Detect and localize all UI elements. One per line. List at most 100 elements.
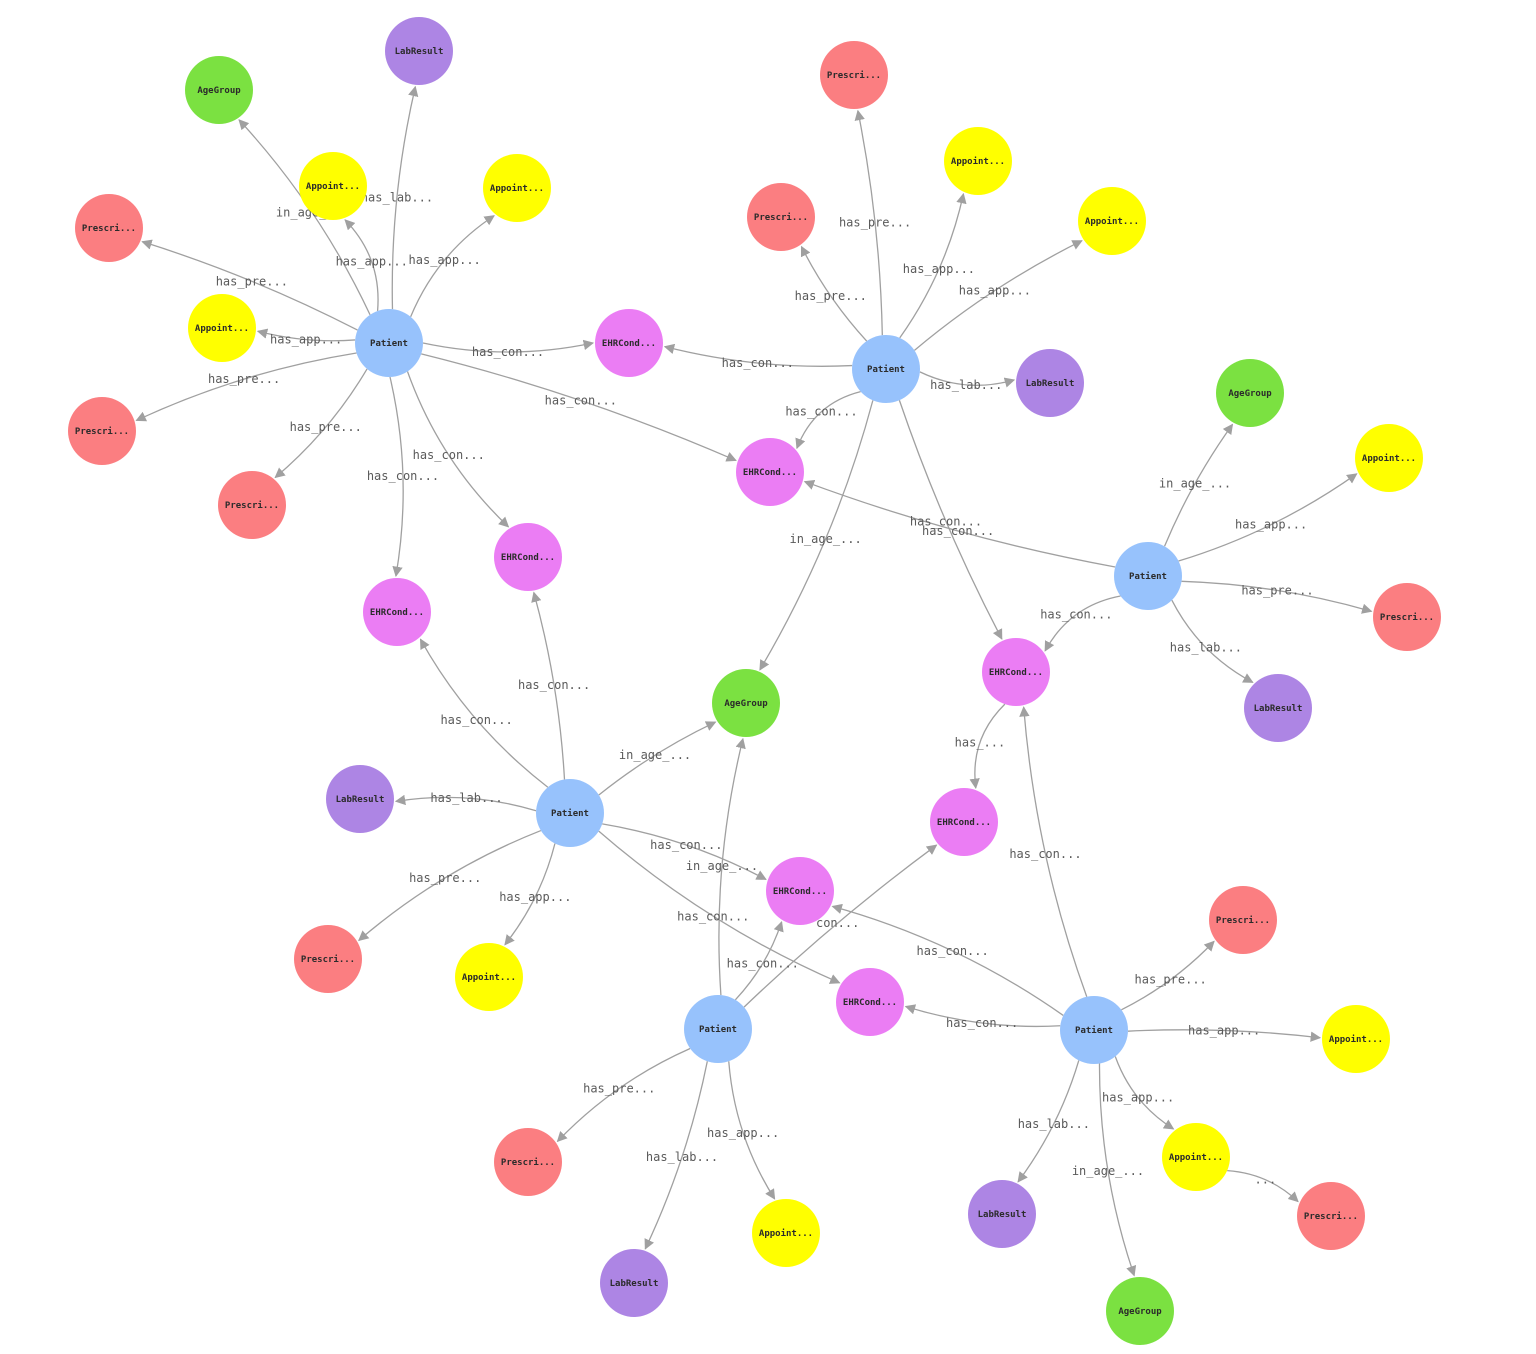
node-labresult-lr1[interactable]: LabResult	[385, 17, 453, 85]
node-circle[interactable]	[1016, 349, 1084, 417]
node-appointment-ap8[interactable]: Appoint...	[752, 1199, 820, 1267]
node-ehrcondition-ec1[interactable]: EHRCond...	[595, 309, 663, 377]
node-circle[interactable]	[944, 127, 1012, 195]
node-ehrcondition-ec7[interactable]: EHRCond...	[766, 857, 834, 925]
edge-p1-ec2[interactable]	[421, 353, 737, 462]
node-prescription-pr4[interactable]: Prescri...	[820, 41, 888, 109]
edge-p1-ec1[interactable]	[422, 339, 595, 353]
node-circle[interactable]	[1078, 187, 1146, 255]
node-circle[interactable]	[385, 17, 453, 85]
edge-ap10-pr10[interactable]	[1227, 1169, 1299, 1203]
edge-p6-ap10[interactable]	[1114, 1056, 1175, 1130]
node-ehrcondition-ec6[interactable]: EHRCond...	[930, 788, 998, 856]
edge-p1-pr3[interactable]	[274, 368, 368, 479]
edge-p3-lr3[interactable]	[1171, 599, 1254, 683]
node-prescription-pr6[interactable]: Prescri...	[1373, 583, 1441, 651]
edge-p6-lr6[interactable]	[1017, 1060, 1080, 1183]
edge-p4-ap7[interactable]	[504, 843, 556, 946]
edge-p3-ec5[interactable]	[1044, 595, 1121, 652]
edge-p5-pr8[interactable]	[556, 1047, 691, 1143]
node-patient-p6[interactable]: Patient	[1060, 996, 1128, 1064]
edge-p5-ap8[interactable]	[728, 1061, 776, 1200]
node-circle[interactable]	[595, 309, 663, 377]
node-circle[interactable]	[1106, 1277, 1174, 1345]
edge-p5-ag2[interactable]	[718, 737, 746, 996]
edge-p4-ec7[interactable]	[602, 823, 767, 881]
node-prescription-pr3[interactable]: Prescri...	[218, 471, 286, 539]
node-circle[interactable]	[1373, 583, 1441, 651]
edge-p6-ap9[interactable]	[1127, 1029, 1322, 1042]
node-circle[interactable]	[188, 294, 256, 362]
node-prescription-pr8[interactable]: Prescri...	[494, 1128, 562, 1196]
node-labresult-lr5[interactable]: LabResult	[600, 1249, 668, 1317]
edge-p5-lr5[interactable]	[644, 1061, 708, 1250]
node-circle[interactable]	[455, 943, 523, 1011]
node-appointment-ap3[interactable]: Appoint...	[188, 294, 256, 362]
node-circle[interactable]	[736, 438, 804, 506]
node-appointment-ap6[interactable]: Appoint...	[1355, 424, 1423, 492]
edge-ec5-ec6[interactable]	[969, 703, 1006, 790]
node-circle[interactable]	[494, 523, 562, 591]
edge-p3-ap6[interactable]	[1178, 473, 1358, 562]
edge-p2-ap5[interactable]	[914, 240, 1083, 351]
node-circle[interactable]	[852, 335, 920, 403]
node-prescription-pr5[interactable]: Prescri...	[747, 183, 815, 251]
node-agegroup-ag2[interactable]: AgeGroup	[712, 669, 780, 737]
node-ehrcondition-ec3[interactable]: EHRCond...	[494, 523, 562, 591]
edge-p1-pr2[interactable]	[135, 352, 357, 422]
node-circle[interactable]	[185, 56, 253, 124]
node-ehrcondition-ec2[interactable]: EHRCond...	[736, 438, 804, 506]
node-agegroup-ag3[interactable]: AgeGroup	[1216, 359, 1284, 427]
node-prescription-pr2[interactable]: Prescri...	[68, 397, 136, 465]
node-ehrcondition-ec4[interactable]: EHRCond...	[363, 578, 431, 646]
node-appointment-ap7[interactable]: Appoint...	[455, 943, 523, 1011]
edge-p2-ec5[interactable]	[898, 400, 1003, 640]
edge-p2-ap4[interactable]	[899, 192, 967, 339]
node-circle[interactable]	[766, 857, 834, 925]
node-prescription-pr10[interactable]: Prescri...	[1297, 1182, 1365, 1250]
node-appointment-ap4[interactable]: Appoint...	[944, 127, 1012, 195]
edge-p4-pr7[interactable]	[358, 829, 542, 942]
node-circle[interactable]	[326, 765, 394, 833]
node-ehrcondition-ec8[interactable]: EHRCond...	[836, 968, 904, 1036]
node-circle[interactable]	[1209, 886, 1277, 954]
node-circle[interactable]	[600, 1249, 668, 1317]
edge-p6-ag4[interactable]	[1098, 1063, 1137, 1277]
edge-p6-ec8[interactable]	[904, 1004, 1061, 1028]
node-patient-p5[interactable]: Patient	[684, 995, 752, 1063]
node-circle[interactable]	[747, 183, 815, 251]
node-circle[interactable]	[930, 788, 998, 856]
node-circle[interactable]	[836, 968, 904, 1036]
node-circle[interactable]	[982, 638, 1050, 706]
edge-p4-ec8[interactable]	[598, 830, 841, 984]
edge-p2-ag2[interactable]	[759, 400, 874, 671]
edge-p3-ec2[interactable]	[803, 479, 1116, 568]
node-circle[interactable]	[355, 309, 423, 377]
edge-p1-ap3[interactable]	[256, 328, 356, 342]
node-patient-p4[interactable]: Patient	[536, 779, 604, 847]
node-circle[interactable]	[1297, 1182, 1365, 1250]
node-circle[interactable]	[536, 779, 604, 847]
node-circle[interactable]	[1162, 1123, 1230, 1191]
node-patient-p3[interactable]: Patient	[1114, 542, 1182, 610]
node-labresult-lr6[interactable]: LabResult	[968, 1180, 1036, 1248]
node-circle[interactable]	[218, 471, 286, 539]
node-circle[interactable]	[820, 41, 888, 109]
node-circle[interactable]	[1355, 424, 1423, 492]
edge-p1-ap2[interactable]	[410, 215, 495, 318]
edge-p5-ec7[interactable]	[734, 920, 784, 1001]
node-agegroup-ag1[interactable]: AgeGroup	[185, 56, 253, 124]
node-agegroup-ag4[interactable]: AgeGroup	[1106, 1277, 1174, 1345]
node-circle[interactable]	[1322, 1005, 1390, 1073]
edge-p3-ag3[interactable]	[1163, 423, 1234, 547]
edge-p4-lr4[interactable]	[394, 794, 537, 812]
node-appointment-ap1[interactable]: Appoint...	[299, 152, 367, 220]
node-prescription-pr9[interactable]: Prescri...	[1209, 886, 1277, 954]
node-appointment-ap5[interactable]: Appoint...	[1078, 187, 1146, 255]
edge-p2-ec1[interactable]	[663, 343, 853, 367]
node-circle[interactable]	[712, 669, 780, 737]
node-circle[interactable]	[294, 925, 362, 993]
node-prescription-pr7[interactable]: Prescri...	[294, 925, 362, 993]
node-circle[interactable]	[494, 1128, 562, 1196]
